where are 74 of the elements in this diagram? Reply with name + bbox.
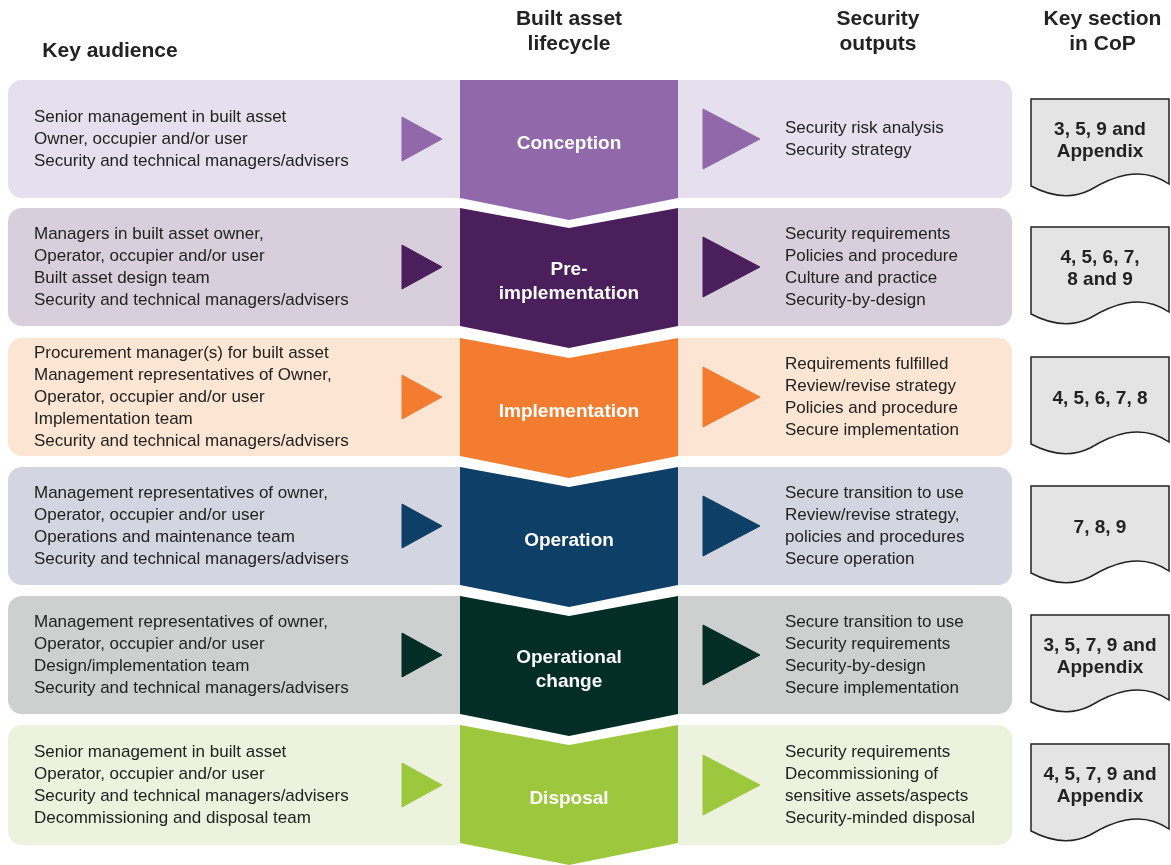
list-item: Decommissioning of [785,763,940,785]
list-item: Senior management in built asset [34,106,288,128]
section-label: 3, 5, 9 and Appendix [1053,118,1147,162]
list-item: Security requirements [785,223,952,245]
column-header: Security outputs [835,5,921,55]
section-label: 4, 5, 6, 7, 8 [1051,387,1149,409]
section-label: 3, 5, 7, 9 and Appendix [1042,634,1158,678]
list-item: Security-by-design [785,655,927,677]
list-item: Management representatives of Owner, [34,364,333,386]
arrow [401,244,443,290]
arrow [401,762,443,808]
arrow [702,754,761,816]
list-item: Implementation team [34,408,194,430]
arrow [702,236,761,298]
list-item: Security requirements [785,633,952,655]
list-item: Decommissioning and disposal team [34,807,312,829]
list-item: Secure transition to use [785,611,964,633]
list-item: Operations and maintenance team [34,526,296,548]
list-item: Security and technical managers/advisers [34,785,349,807]
list-item: Operator, occupier and/or user [34,386,266,408]
list-item: Operator, occupier and/or user [34,504,266,526]
list-item: Culture and practice [785,267,939,289]
list-item: Security and technical managers/advisers [34,548,349,570]
list-item: Security strategy [785,139,913,161]
list-item: Secure implementation [785,419,959,441]
list-item: Policies and procedure [785,245,958,267]
section-label: 4, 5, 7, 9 and Appendix [1042,763,1158,807]
list-item: Procurement manager(s) for built asset [34,342,330,364]
arrow [401,374,443,420]
list-item: Review/revise strategy, [785,504,961,526]
list-item: Secure implementation [785,677,960,699]
column-header: Key section in CoP [1042,5,1163,55]
list-item: Security-by-design [785,289,927,311]
stage-label: Operational change [515,645,623,693]
arrow [702,366,761,428]
list-item: Senior management in built asset [34,741,288,763]
list-item: Secure transition to use [785,482,965,504]
list-item: Security and technical managers/advisers [34,289,349,311]
list-item: Security-minded disposal [785,807,975,829]
list-item: Security and technical managers/advisers [34,677,349,699]
stage-label: Operation [523,528,615,552]
stage-label: Pre-implementation [497,257,641,305]
arrow [401,116,443,162]
list-item: sensitive assets/aspects [785,785,970,807]
stage-label: Implementation [497,399,641,423]
arrow [401,503,443,549]
column-header: Built asset lifecycle [514,5,624,55]
stage-label: Disposal [528,786,610,810]
arrow [702,495,761,557]
list-item: Operator, occupier and/or user [34,245,266,267]
list-item: Built asset design team [34,267,211,289]
section-label: 4, 5, 6, 7, 8 and 9 [1059,246,1141,290]
stage-label: Conception [515,131,623,155]
list-item: Design/implementation team [34,655,251,677]
list-item: Owner, occupier and/or user [34,128,249,150]
list-item: policies and procedures [785,526,965,548]
arrow [702,624,761,686]
list-item: Security and technical managers/advisers [34,150,349,172]
list-item: Security requirements [785,741,952,763]
list-item: Operator, occupier and/or user [34,633,266,655]
list-item: Operator, occupier and/or user [34,763,266,785]
list-item: Policies and procedure [785,397,959,419]
list-item: Security risk analysis [785,117,944,139]
list-item: Management representatives of owner, [34,611,329,633]
list-item: Secure operation [785,548,916,570]
list-item: Review/revise strategy [785,375,957,397]
column-header: Key audience [41,37,179,62]
arrow [702,108,761,170]
section-label: 7, 8, 9 [1072,516,1128,538]
list-item: Managers in built asset owner, [34,223,265,245]
list-item: Security and technical managers/advisers [34,430,349,452]
list-item: Requirements fulfilled [785,353,950,375]
arrow [401,632,443,678]
list-item: Management representatives of owner, [34,482,329,504]
